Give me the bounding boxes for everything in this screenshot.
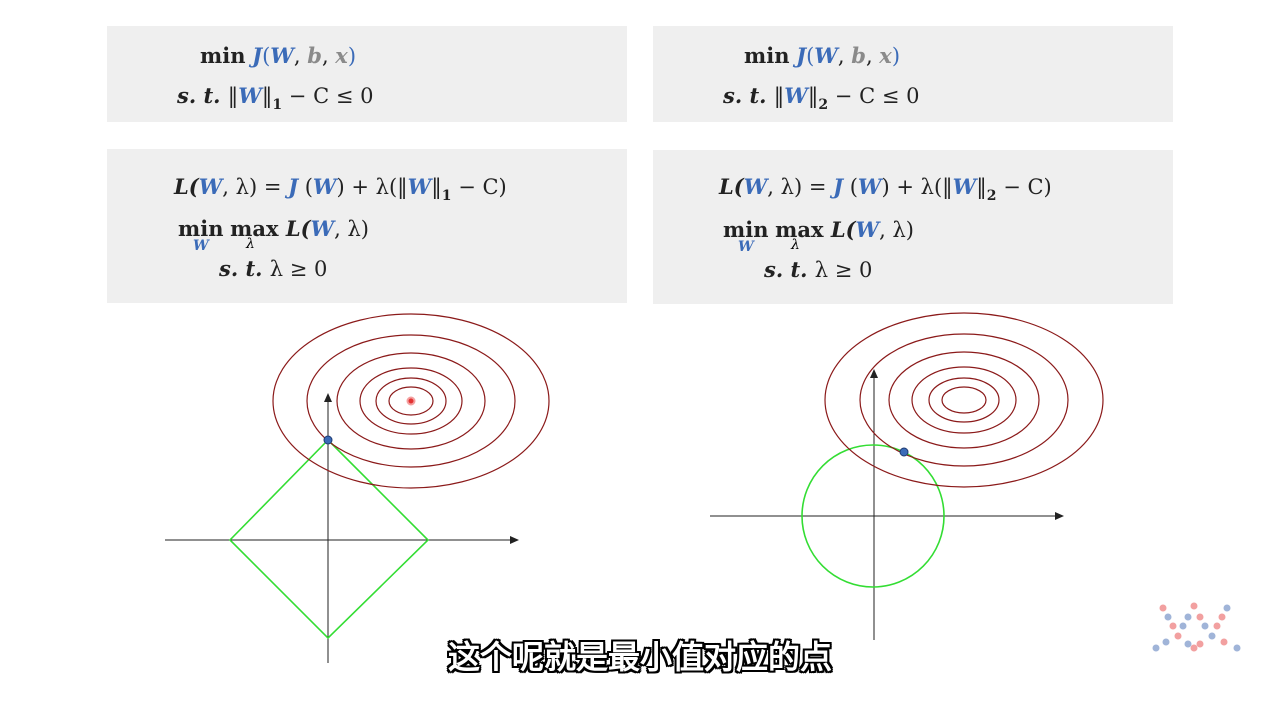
l1-lagrangian-panel bbox=[107, 149, 627, 303]
l1-min-subscript: W bbox=[193, 238, 209, 254]
l2-loss-contours bbox=[824, 312, 1104, 488]
l2-constraint-formula: s. t. ‖W‖2 − C ≤ 0 bbox=[723, 83, 920, 113]
l2-tangent-point bbox=[899, 447, 909, 457]
l2-lagrangian-panel bbox=[653, 150, 1173, 304]
l2-min-subscript: W bbox=[738, 239, 754, 255]
l1-diamond-constraint bbox=[228, 438, 430, 640]
l1-constraint-formula: s. t. ‖W‖1 − C ≤ 0 bbox=[177, 83, 374, 113]
l2-problem-panel bbox=[653, 26, 1173, 122]
l1-problem-panel bbox=[107, 26, 627, 122]
video-subtitle: 这个呢就是最小值对应的点 bbox=[447, 638, 832, 676]
l1-minmax-formula: min max L(W, λ) bbox=[178, 216, 369, 241]
l1-lagrangian-formula: L(W, λ) = J (W) + λ(‖W‖1 − C) bbox=[174, 174, 507, 204]
l2-max-subscript: λ bbox=[791, 237, 800, 253]
channel-logo bbox=[1152, 602, 1241, 652]
channel-watermark: 学科学 bbox=[60, 42, 121, 64]
l2-lagrangian-formula: L(W, λ) = J (W) + λ(‖W‖2 − C) bbox=[719, 174, 1052, 204]
l1-objective-formula: min J(W, b, x) bbox=[200, 43, 357, 68]
l2-minmax-formula: min max L(W, λ) bbox=[723, 217, 914, 242]
l1-loss-contours bbox=[272, 313, 550, 489]
l2-objective-formula: min J(W, b, x) bbox=[744, 43, 901, 68]
l2-circle-constraint bbox=[801, 444, 945, 588]
l1-diagram bbox=[165, 313, 550, 663]
l2-diagram bbox=[710, 312, 1104, 640]
l1-lambda-constraint: s. t. λ ≥ 0 bbox=[219, 256, 328, 281]
l1-loss-minimum-point bbox=[406, 396, 416, 406]
l1-tangent-point bbox=[323, 435, 333, 445]
l2-lambda-constraint: s. t. λ ≥ 0 bbox=[764, 257, 873, 282]
l1-max-subscript: λ bbox=[246, 236, 255, 252]
